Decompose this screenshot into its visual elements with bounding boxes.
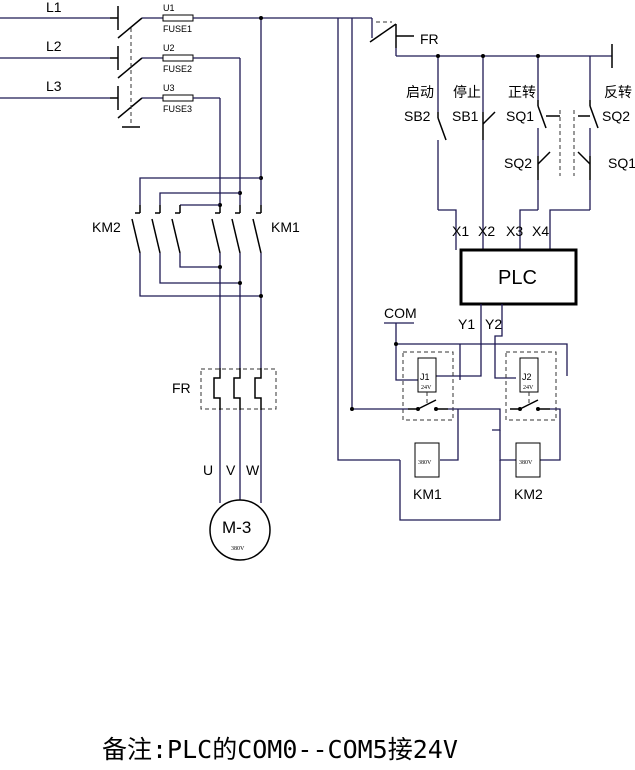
motor-name: M-3 bbox=[222, 518, 251, 537]
main-isolator-switch bbox=[110, 6, 143, 128]
footnote: 备注:PLC的COM0--COM5接24V bbox=[102, 735, 458, 764]
plc-input-x1: X1 bbox=[452, 223, 469, 239]
fuse2-id: U2 bbox=[163, 43, 175, 53]
reverse-label-cn: 反转 bbox=[604, 84, 632, 100]
relay-j2-name: J2 bbox=[522, 372, 532, 382]
stop-button-label-cn: 停止 bbox=[453, 84, 481, 100]
km2-coil-voltage: 380V bbox=[519, 460, 533, 466]
plc-output-wiring: Y1 Y2 COM bbox=[384, 304, 568, 381]
reverse-label: SQ2 bbox=[602, 108, 630, 124]
plc-label: PLC bbox=[498, 267, 537, 289]
plc-input-wiring: X1 X2 X3 X4 bbox=[438, 209, 590, 250]
line-label-l2: L2 bbox=[46, 38, 62, 54]
motor-m3: U V W M-3 380V bbox=[203, 410, 271, 561]
plc-input-x2: X2 bbox=[478, 223, 495, 239]
thermal-overload-fr: FR bbox=[172, 368, 277, 410]
phase-reversal-wires bbox=[139, 253, 263, 368]
stop-button-label: SB1 bbox=[452, 108, 479, 124]
forward-label: SQ1 bbox=[506, 108, 534, 124]
fr-control-label: FR bbox=[420, 31, 439, 47]
sq2-lower-label: SQ2 bbox=[504, 155, 532, 171]
sq1-lower-label: SQ1 bbox=[608, 155, 635, 171]
fuse-group: U1 FUSE1 U2 FUSE2 U3 FUSE3 bbox=[142, 3, 372, 114]
start-button-label: SB2 bbox=[404, 108, 431, 124]
plc-input-x3: X3 bbox=[506, 223, 523, 239]
line-label-l1: L1 bbox=[46, 0, 62, 15]
start-button-label-cn: 启动 bbox=[406, 84, 434, 100]
push-buttons: 启动 SB2 停止 SB1 正转 SQ1 反转 SQ2 SQ2 SQ1 bbox=[404, 84, 635, 210]
fuse3-name: FUSE3 bbox=[163, 104, 192, 114]
fuse1-name: FUSE1 bbox=[163, 24, 192, 34]
motor-voltage: 380V bbox=[231, 546, 245, 552]
km1-label: KM1 bbox=[271, 219, 300, 235]
fuse1-symbol bbox=[162, 14, 194, 22]
km1-coil-voltage: 380V bbox=[418, 460, 432, 466]
plc-box bbox=[459, 248, 578, 306]
fuse3-symbol bbox=[162, 94, 194, 102]
plc-output-y1: Y1 bbox=[458, 316, 475, 332]
km2-coil bbox=[515, 442, 541, 478]
motor-feed-wires bbox=[139, 16, 263, 207]
fr-main-label: FR bbox=[172, 380, 191, 396]
motor-circle bbox=[209, 499, 271, 561]
motor-terminal-v: V bbox=[226, 462, 236, 478]
km1-coil-label: KM1 bbox=[413, 486, 442, 502]
relay-j1: J1 24V bbox=[402, 351, 454, 421]
relay-j2: J2 24V bbox=[505, 351, 557, 421]
forward-label-cn: 正转 bbox=[508, 84, 536, 100]
relay-j1-voltage: 24V bbox=[421, 385, 432, 391]
supply-lines: L1 L2 L3 bbox=[0, 0, 110, 99]
motor-terminal-w: W bbox=[246, 462, 260, 478]
fuse2-name: FUSE2 bbox=[163, 64, 192, 74]
km2-coil-label: KM2 bbox=[514, 486, 543, 502]
plc-unit: PLC bbox=[459, 248, 578, 306]
line-label-l3: L3 bbox=[46, 78, 62, 94]
contactor-coils: 380V KM1 380V KM2 bbox=[399, 442, 543, 521]
fuse2-symbol bbox=[162, 54, 194, 62]
com-label: COM bbox=[384, 305, 417, 321]
control-fr-contact: FR bbox=[369, 18, 439, 48]
fuse3-id: U3 bbox=[163, 83, 175, 93]
control-bus bbox=[395, 44, 613, 112]
plc-input-x4: X4 bbox=[532, 223, 549, 239]
motor-terminal-u: U bbox=[203, 462, 213, 478]
relay-j2-voltage: 24V bbox=[523, 385, 534, 391]
plc-output-y2: Y2 bbox=[485, 316, 502, 332]
relay-contact-wiring bbox=[337, 18, 561, 461]
km2-label: KM2 bbox=[92, 219, 121, 235]
contactor-main-contacts: KM1 KM2 bbox=[92, 205, 300, 254]
relay-j1-name: J1 bbox=[420, 372, 430, 382]
km1-coil bbox=[414, 442, 440, 478]
fuse1-id: U1 bbox=[163, 3, 175, 13]
